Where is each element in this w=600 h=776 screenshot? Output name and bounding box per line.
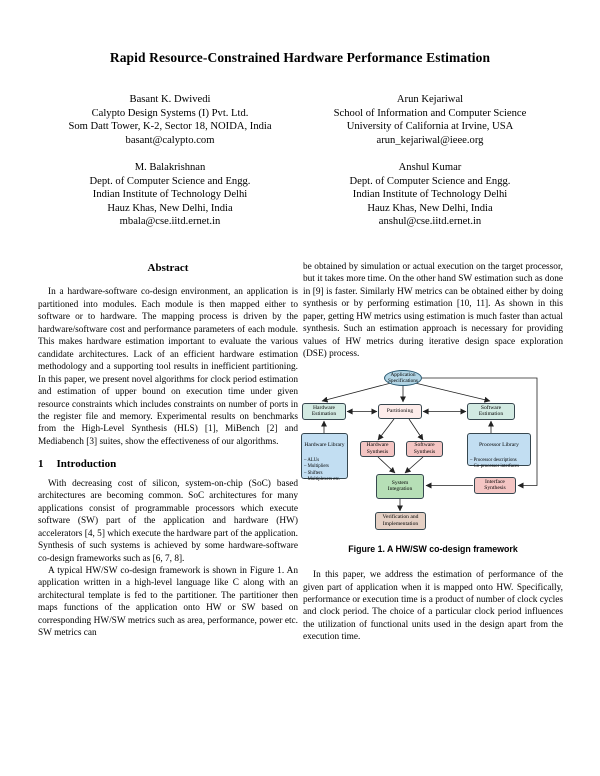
- author-affiliation-line: Indian Institute of Technology Delhi: [92, 189, 248, 201]
- figure-node-partitioning: Partitioning: [378, 403, 422, 419]
- hardware-library-title: Hardware Library: [304, 442, 345, 449]
- author-affiliation-line: School of Information and Computer Scien…: [333, 108, 527, 120]
- figure-node-processor-library: Processor Library – Processor descriptio…: [467, 432, 531, 469]
- author-affiliation-line: Hauz Khas, New Delhi, India: [107, 202, 233, 214]
- author-affiliation-line: Dept. of Computer Science and Engg.: [349, 176, 511, 188]
- author-affiliation-line: Calypto Design Systems (I) Pvt. Ltd.: [91, 108, 249, 120]
- author-affiliation-line: Dept. of Computer Science and Engg.: [89, 176, 251, 188]
- right-column: be obtained by simulation or actual exec…: [301, 261, 563, 644]
- paper-title: Rapid Resource-Constrained Hardware Perf…: [109, 50, 491, 65]
- author-affiliation-line: Hauz Khas, New Delhi, India: [367, 202, 493, 214]
- right-paragraph-top: be obtained by simulation or actual exec…: [303, 262, 563, 360]
- figure-node-system-integration: System Integration: [376, 473, 424, 499]
- figure-node-hardware-library: Hardware Library – ALUs – Multipliers – …: [301, 432, 348, 482]
- author-name: Arun Kejariwal: [396, 94, 464, 105]
- intro-paragraph-1: With decreasing cost of silicon, system-…: [38, 478, 298, 564]
- processor-library-items: – Processor descriptions – Co-processor …: [470, 457, 520, 470]
- author-block-kumar: Anshul Kumar Dept. of Computer Science a…: [288, 161, 572, 228]
- hardware-library-items: – ALUs – Multipliers – Shifters – Multip…: [304, 457, 341, 483]
- author-name: Anshul Kumar: [398, 162, 462, 173]
- figure-node-interface-synthesis: Interface Synthesis: [474, 476, 516, 494]
- figure-arrows: [321, 377, 538, 512]
- figure-hwsw-codesign-framework: Application Specifications Hardware Esti…: [301, 368, 567, 532]
- author-affiliation-line: Indian Institute of Technology Delhi: [352, 189, 508, 201]
- author-affiliation-line: University of California at Irvine, USA: [346, 121, 514, 133]
- figure-node-software-synthesis: Software Synthesis: [406, 440, 443, 457]
- section-number: 1: [38, 458, 44, 471]
- abstract-text: In a hardware-software co-design environ…: [38, 287, 298, 447]
- author-name: M. Balakrishnan: [134, 162, 206, 173]
- author-block-dwivedi: Basant K. Dwivedi Calypto Design Systems…: [28, 93, 312, 147]
- author-block-balakrishnan: M. Balakrishnan Dept. of Computer Scienc…: [28, 161, 312, 228]
- figure-node-software-estimation: Software Estimation: [467, 402, 515, 420]
- figure-node-hardware-synthesis: Hardware Synthesis: [360, 440, 395, 457]
- left-column: Abstract In a hardware-software co-desig…: [38, 261, 298, 640]
- author-email: arun_kejariwal@ieee.org: [376, 134, 484, 146]
- section-title: Introduction: [56, 458, 117, 471]
- processor-library-title: Processor Library: [479, 442, 519, 449]
- section-heading-introduction: 1 Introduction: [38, 458, 298, 470]
- right-paragraph-bottom: In this paper, we address the estimation…: [303, 570, 563, 643]
- figure-caption: Figure 1. A HW/SW co-design framework: [348, 543, 518, 554]
- author-email: mbala@cse.iitd.ernet.in: [119, 215, 221, 227]
- figure-node-hardware-estimation: Hardware Estimation: [302, 402, 346, 420]
- author-name: Basant K. Dwivedi: [129, 94, 211, 105]
- figure-node-verification-implementation: Verification and Implementation: [375, 511, 426, 530]
- author-email: basant@calypto.com: [125, 134, 215, 146]
- author-block-kejariwal: Arun Kejariwal School of Information and…: [288, 93, 572, 147]
- author-affiliation-line: Som Datt Tower, K-2, Sector 18, NOIDA, I…: [68, 121, 272, 133]
- intro-paragraph-2: A typical HW/SW co-design framework is s…: [38, 565, 298, 639]
- abstract-heading: Abstract: [147, 262, 189, 274]
- figure-node-application-specifications: Application Specifications: [384, 369, 422, 386]
- author-email: anshul@cse.iitd.ernet.in: [378, 215, 482, 227]
